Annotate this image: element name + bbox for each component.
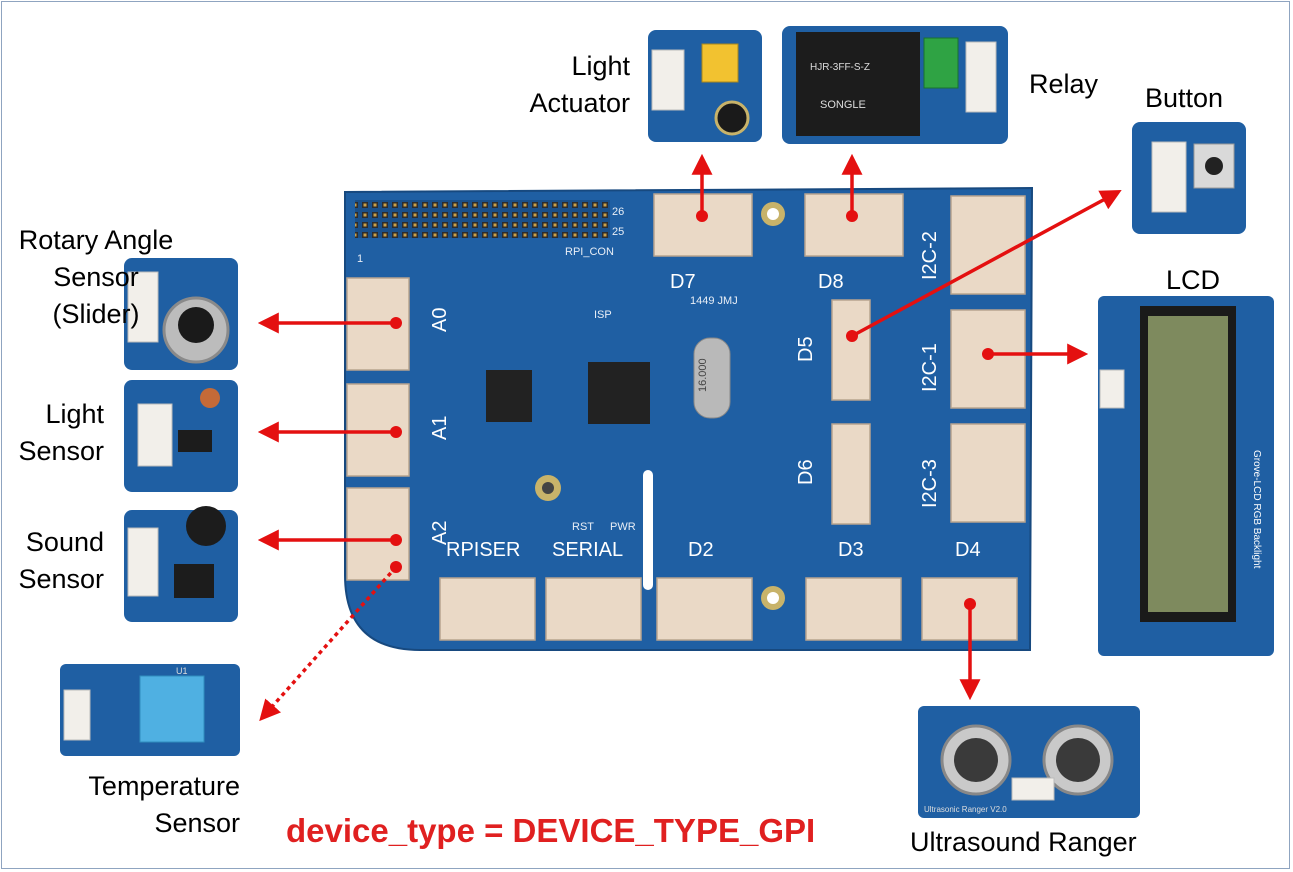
label-light-sensor: Light Sensor: [18, 399, 104, 466]
silk-rpicon: RPI_CON: [565, 246, 614, 258]
port-label-d4: D4: [955, 539, 981, 561]
relay-model-text: HJR-3FF-S-Z: [810, 62, 870, 73]
lcd-module: Grove-LCD RGB Backlight: [1098, 296, 1274, 656]
port-label-i2c3: I2C-3: [919, 459, 941, 508]
port-label-d8: D8: [818, 271, 844, 293]
silk-rst: RST: [572, 521, 594, 533]
silk-pin26: 26: [612, 206, 624, 218]
label-rotary-angle: Rotary Angle Sensor (Slider): [18, 225, 174, 329]
port-label-a2: A2: [429, 521, 451, 545]
relay-module: SONGLE HJR-3FF-S-Z: [782, 26, 1008, 144]
ultrasound-ranger-module: Ultrasonic Ranger V2.0: [918, 706, 1140, 818]
label-relay: Relay: [1029, 69, 1099, 99]
button-module: [1132, 122, 1246, 234]
port-label-d3: D3: [838, 539, 864, 561]
port-label-d6: D6: [795, 459, 817, 485]
port-label-i2c1: I2C-1: [919, 343, 941, 392]
port-label-serial: SERIAL: [552, 539, 623, 561]
grovepi-board: A0 A1 A2 D7 D8 D5 D6 I2C-2 I2C-1 I2C-3 R…: [344, 186, 1034, 651]
device-type-caption: device_type = DEVICE_TYPE_GPI: [286, 812, 816, 849]
ultrasonic-marking-text: Ultrasonic Ranger V2.0: [924, 805, 1007, 814]
port-label-a1: A1: [429, 416, 451, 440]
arrow-button: [851, 190, 1122, 338]
label-temperature-sensor: Temperature Sensor: [88, 771, 240, 838]
port-label-d7: D7: [670, 271, 696, 293]
silk-pin25: 25: [612, 226, 624, 238]
silk-crystal: 16.000: [697, 358, 709, 392]
label-lcd: LCD: [1166, 265, 1221, 295]
label-ultrasound-ranger: Ultrasound Ranger: [910, 827, 1137, 857]
connection-arrows: [257, 153, 1122, 722]
arrow-temperature-dotted: [259, 565, 398, 722]
light-actuator-module: [648, 30, 762, 142]
silk-isp: ISP: [594, 309, 612, 321]
temperature-sensor-module: U1: [60, 664, 240, 756]
port-label-a0: A0: [429, 308, 451, 332]
port-label-d2: D2: [688, 539, 714, 561]
silk-pwr: PWR: [610, 521, 636, 533]
silk-pin1: 1: [357, 253, 363, 265]
port-label-i2c2: I2C-2: [919, 231, 941, 280]
rotary-angle-module: [124, 258, 238, 370]
lcd-side-text: Grove-LCD RGB Backlight: [1251, 450, 1262, 569]
label-button: Button: [1145, 83, 1224, 113]
port-label-rpiser: RPISER: [446, 539, 520, 561]
port-label-d5: D5: [795, 336, 817, 362]
label-light-actuator: Light Actuator: [529, 51, 630, 118]
silk-date: 1449 JMJ: [690, 295, 738, 307]
gpio-header: [355, 200, 610, 238]
light-sensor-module: [124, 380, 238, 492]
relay-brand-text: SONGLE: [820, 99, 866, 111]
label-sound-sensor: Sound Sensor: [18, 527, 104, 594]
temperature-marking-text: U1: [176, 666, 188, 676]
sound-sensor-module: [124, 506, 238, 622]
